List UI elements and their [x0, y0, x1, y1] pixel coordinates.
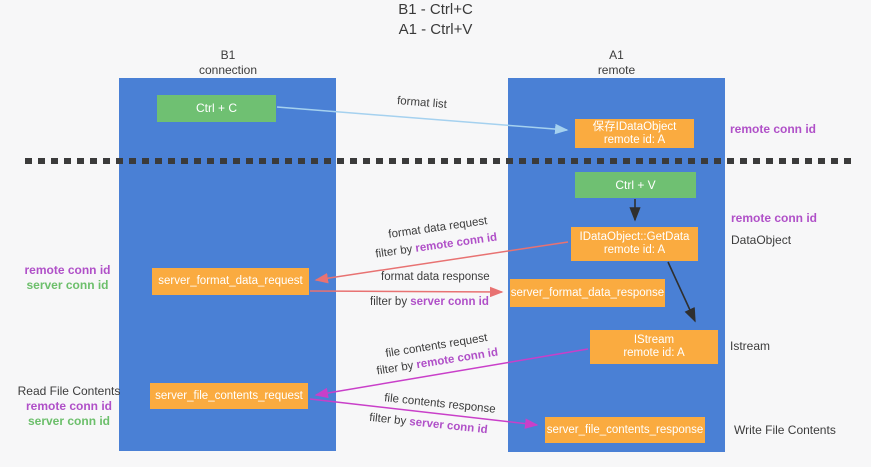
- istream-line1: IStream: [633, 334, 675, 346]
- annotation-remote-conn-id-mid: remote conn id: [731, 211, 818, 225]
- lifeline-a1-name: A1: [609, 48, 624, 62]
- read-file-contents-label: Read File Contents: [17, 384, 121, 398]
- title-line2: A1 - Ctrl+V: [398, 21, 473, 38]
- annotation-remote-conn-id-top: remote conn id: [730, 122, 817, 136]
- filter-by-server-1: filter by server conn id: [370, 296, 489, 308]
- filter-by-prefix-4: filter by: [368, 411, 410, 428]
- getdata-line1: IDataObject::GetData: [579, 231, 690, 243]
- ctrl-c-label: Ctrl + C: [195, 101, 237, 115]
- server-format-data-request-label: server_format_data_request: [158, 275, 303, 287]
- server-file-contents-response-label: server_file_contents_response: [546, 423, 704, 436]
- node-istream: IStream remote id: A: [590, 330, 718, 364]
- save-dataobject-line2: remote id: A: [603, 133, 666, 146]
- left-top-remote-conn-id: remote conn id: [24, 263, 111, 277]
- format-data-response-arrow: [309, 286, 504, 298]
- filter-by-value-2: server conn id: [410, 296, 489, 308]
- lifeline-header-a1: A1 remote: [508, 48, 725, 78]
- diagram-title: B1 - Ctrl+C A1 - Ctrl+V: [0, 0, 871, 40]
- left-top-server-conn-id: server conn id: [26, 278, 109, 292]
- filter-by-server-2: filter by server conn id: [369, 412, 488, 436]
- annotation-dataobject: DataObject: [731, 233, 792, 247]
- filter-by-prefix-3: filter by: [375, 359, 418, 378]
- node-server-format-data-response: server_format_data_response: [510, 279, 665, 307]
- annotation-write-file-contents: Write File Contents: [734, 423, 836, 437]
- node-save-dataobject: 保存IDataObject remote id: A: [575, 119, 694, 148]
- filter-by-value-4: server conn id: [408, 416, 489, 437]
- filter-by-prefix-1: filter by: [374, 242, 417, 261]
- annotation-istream: Istream: [730, 339, 771, 353]
- format-data-response-label: format data response: [381, 271, 490, 283]
- filter-by-prefix-2: filter by: [370, 296, 411, 308]
- format-list-label: format list: [396, 95, 448, 111]
- left-bottom-remote-conn-id: remote conn id: [25, 399, 112, 413]
- node-server-file-contents-response: server_file_contents_response: [545, 417, 705, 443]
- left-bottom-server-conn-id: server conn id: [27, 414, 111, 428]
- istream-line2: remote id: A: [623, 347, 685, 359]
- title-line1: B1 - Ctrl+C: [398, 1, 473, 18]
- server-format-data-response-label: server_format_data_response: [510, 286, 665, 299]
- lifeline-b1-role: connection: [198, 63, 258, 77]
- lifeline-a1-role: remote: [597, 63, 636, 77]
- annotation-left-conn-ids-top: remote conn id server conn id: [15, 263, 120, 293]
- annotation-read-file-contents-group: Read File Contents remote conn id server…: [14, 384, 124, 429]
- node-server-file-contents-request: server_file_contents_request: [150, 383, 308, 409]
- file-contents-response-label: file contents response: [383, 392, 497, 416]
- server-file-contents-request-label: server_file_contents_request: [155, 389, 303, 402]
- getdata-line2: remote id: A: [603, 244, 666, 256]
- node-getdata: IDataObject::GetData remote id: A: [571, 227, 698, 261]
- node-ctrl-v: Ctrl + V: [575, 172, 696, 198]
- lifeline-b1-name: B1: [220, 48, 236, 62]
- save-dataobject-line1: 保存IDataObject: [592, 120, 677, 133]
- lifeline-header-b1: B1 connection: [120, 48, 336, 78]
- ctrl-v-label: Ctrl + V: [615, 177, 656, 192]
- node-ctrl-c: Ctrl + C: [157, 95, 276, 122]
- node-server-format-data-request: server_format_data_request: [152, 268, 309, 295]
